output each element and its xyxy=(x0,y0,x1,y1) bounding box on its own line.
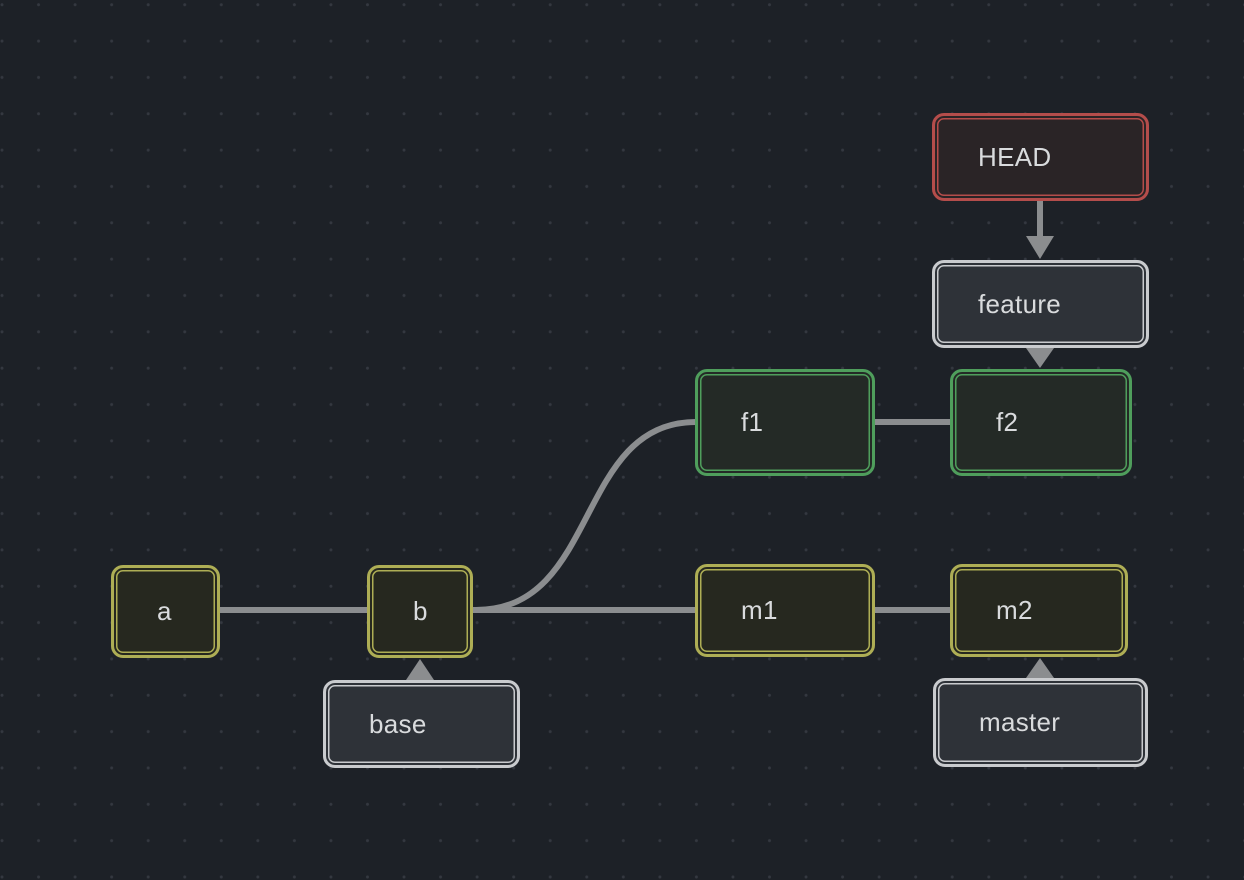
node-b[interactable]: b xyxy=(367,565,473,658)
node-b-label: b xyxy=(413,596,428,626)
node-m1-label: m1 xyxy=(741,595,778,625)
feature-arrowhead-icon xyxy=(1026,348,1054,368)
head-arrowhead-icon xyxy=(1026,236,1054,259)
base-arrowhead-icon xyxy=(406,659,434,680)
node-a[interactable]: a xyxy=(111,565,220,658)
node-feature[interactable]: feature xyxy=(932,260,1149,348)
node-f2-label: f2 xyxy=(996,407,1019,437)
node-master[interactable]: master xyxy=(933,678,1148,767)
node-head-label: HEAD xyxy=(978,141,1052,172)
master-arrowhead-icon xyxy=(1026,658,1054,678)
node-master-label: master xyxy=(979,707,1061,737)
node-f1-label: f1 xyxy=(741,407,764,437)
node-base[interactable]: base xyxy=(323,680,520,768)
node-head[interactable]: HEAD xyxy=(932,113,1149,201)
node-m2[interactable]: m2 xyxy=(950,564,1128,657)
node-m2-label: m2 xyxy=(996,595,1033,625)
node-f1[interactable]: f1 xyxy=(695,369,875,476)
edge-b-to-f1-curve xyxy=(473,419,699,613)
node-a-label: a xyxy=(157,596,172,626)
node-base-label: base xyxy=(369,708,427,739)
node-m1[interactable]: m1 xyxy=(695,564,875,657)
node-feature-label: feature xyxy=(978,288,1062,319)
node-f2[interactable]: f2 xyxy=(950,369,1132,476)
